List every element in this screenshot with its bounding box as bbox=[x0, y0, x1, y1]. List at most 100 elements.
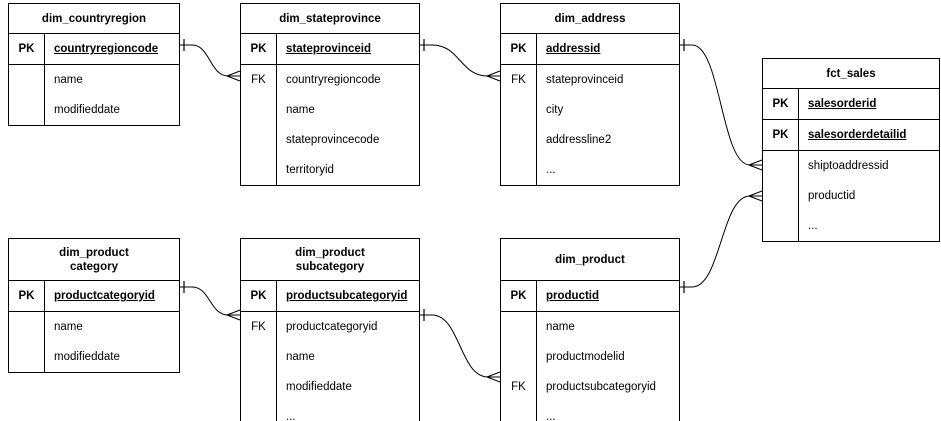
cardinality-many-marker bbox=[486, 75, 501, 82]
field-productid[interactable]: productid bbox=[808, 190, 856, 202]
field-modifieddate[interactable]: modifieddate bbox=[54, 104, 120, 116]
key-column bbox=[9, 65, 45, 125]
field-countryregioncode[interactable]: countryregioncode bbox=[54, 43, 159, 55]
field--[interactable]: ... bbox=[286, 411, 296, 421]
attribute-block: name modifieddate bbox=[9, 64, 179, 125]
field-stateprovincecode[interactable]: stateprovincecode bbox=[286, 134, 380, 146]
key-label: PK bbox=[763, 120, 799, 150]
field-productcategoryid[interactable]: productcategoryid bbox=[54, 290, 155, 302]
field-column: shiptoaddressid productid... bbox=[799, 151, 939, 241]
field-addressid[interactable]: addressid bbox=[546, 43, 601, 55]
key-label: PK bbox=[501, 34, 537, 64]
field--[interactable]: ... bbox=[808, 220, 818, 232]
field-name[interactable]: name bbox=[286, 351, 315, 363]
field-column: addressid bbox=[537, 34, 679, 64]
field-column: countryregioncode bbox=[45, 34, 179, 64]
key-column: FK bbox=[241, 65, 277, 185]
field-column: name productmodelid productsubcategoryid..… bbox=[537, 312, 679, 421]
field-stateprovinceid[interactable]: stateprovinceid bbox=[286, 43, 371, 55]
field--[interactable]: ... bbox=[546, 164, 556, 176]
field-column: salesorderdetailid bbox=[799, 120, 939, 150]
key-label: FK bbox=[511, 74, 526, 86]
key-label: PK bbox=[241, 34, 277, 64]
field-productmodelid[interactable]: productmodelid bbox=[546, 351, 625, 363]
field-territoryid[interactable]: territoryid bbox=[286, 164, 334, 176]
attribute-block: FK stateprovinceid city addressline2... bbox=[501, 64, 679, 185]
field-name[interactable]: name bbox=[286, 104, 315, 116]
field-name[interactable]: name bbox=[546, 321, 575, 333]
key-label: PK bbox=[9, 281, 45, 311]
attribute-block: PK countryregioncode bbox=[9, 34, 179, 64]
field-column: name modifieddate bbox=[45, 312, 179, 372]
field-name[interactable]: name bbox=[54, 321, 83, 333]
relationship-address-to-fctsales bbox=[680, 39, 763, 171]
key-label: FK bbox=[251, 74, 266, 86]
attribute-block: FK productcategoryid name modifieddate... bbox=[241, 311, 419, 421]
cardinality-many-marker bbox=[226, 309, 241, 316]
field-addressline2[interactable]: addressline2 bbox=[546, 134, 612, 146]
field-salesorderid[interactable]: salesorderid bbox=[808, 98, 877, 110]
field-name[interactable]: name bbox=[54, 74, 83, 86]
key-label: FK bbox=[511, 381, 526, 393]
connector-line bbox=[420, 314, 500, 378]
field-productcategoryid[interactable]: productcategoryid bbox=[286, 321, 378, 333]
cardinality-many-marker bbox=[226, 75, 241, 82]
field-column: countryregioncode name stateprovincecode te… bbox=[277, 65, 419, 185]
key-column bbox=[763, 151, 799, 241]
field-shiptoaddressid[interactable]: shiptoaddressid bbox=[808, 160, 889, 172]
key-column bbox=[9, 312, 45, 372]
field-productsubcategoryid[interactable]: productsubcategoryid bbox=[286, 290, 408, 302]
relationship-countryregion-to-stateprovince bbox=[180, 39, 241, 82]
key-column: FK bbox=[241, 312, 277, 421]
attribute-block: PK stateprovinceid bbox=[241, 34, 419, 64]
field-modifieddate[interactable]: modifieddate bbox=[286, 381, 352, 393]
field-modifieddate[interactable]: modifieddate bbox=[54, 351, 120, 363]
attribute-block: PK addressid bbox=[501, 34, 679, 64]
relationship-stateprovince-to-address bbox=[420, 39, 501, 82]
cardinality-many-marker bbox=[748, 195, 763, 202]
key-column: FK bbox=[501, 65, 537, 185]
field-column: stateprovinceid city addressline2... bbox=[537, 65, 679, 185]
field-column: productcategoryid bbox=[45, 281, 179, 311]
field-stateprovinceid[interactable]: stateprovinceid bbox=[546, 74, 624, 86]
cardinality-many-marker bbox=[226, 314, 241, 321]
relationship-subcategory-to-product bbox=[420, 309, 501, 383]
entity-title-dim_countryregion: dim_countryregion bbox=[9, 4, 179, 34]
field-column: productcategoryid name modifieddate... bbox=[277, 312, 419, 421]
field-countryregioncode[interactable]: countryregioncode bbox=[286, 74, 381, 86]
cardinality-many-marker bbox=[486, 371, 501, 378]
cardinality-many-marker bbox=[486, 70, 501, 77]
attribute-block: shiptoaddressid productid... bbox=[763, 150, 939, 241]
field-productid[interactable]: productid bbox=[546, 290, 600, 302]
entity-title-dim_stateprovince: dim_stateprovince bbox=[241, 4, 419, 34]
cardinality-many-marker bbox=[748, 159, 763, 166]
entity-title-dim_product: dim_product bbox=[501, 239, 679, 281]
attribute-block: FK countryregioncode name stateprovincecode… bbox=[241, 64, 419, 185]
key-label: PK bbox=[9, 34, 45, 64]
field--[interactable]: ... bbox=[546, 411, 556, 421]
field-city[interactable]: city bbox=[546, 104, 564, 116]
field-productsubcategoryid[interactable]: productsubcategoryid bbox=[546, 381, 656, 393]
field-column: stateprovinceid bbox=[277, 34, 419, 64]
field-salesorderdetailid[interactable]: salesorderdetailid bbox=[808, 129, 907, 141]
attribute-block: PK salesorderdetailid bbox=[763, 119, 939, 150]
field-column: salesorderid bbox=[799, 89, 939, 119]
connector-line bbox=[680, 195, 762, 288]
attribute-block: name modifieddate bbox=[9, 311, 179, 372]
relationship-productcategory-to-subcategory bbox=[180, 281, 241, 321]
key-column: FK bbox=[501, 312, 537, 421]
field-column: productid bbox=[537, 281, 679, 311]
cardinality-many-marker bbox=[748, 190, 763, 197]
